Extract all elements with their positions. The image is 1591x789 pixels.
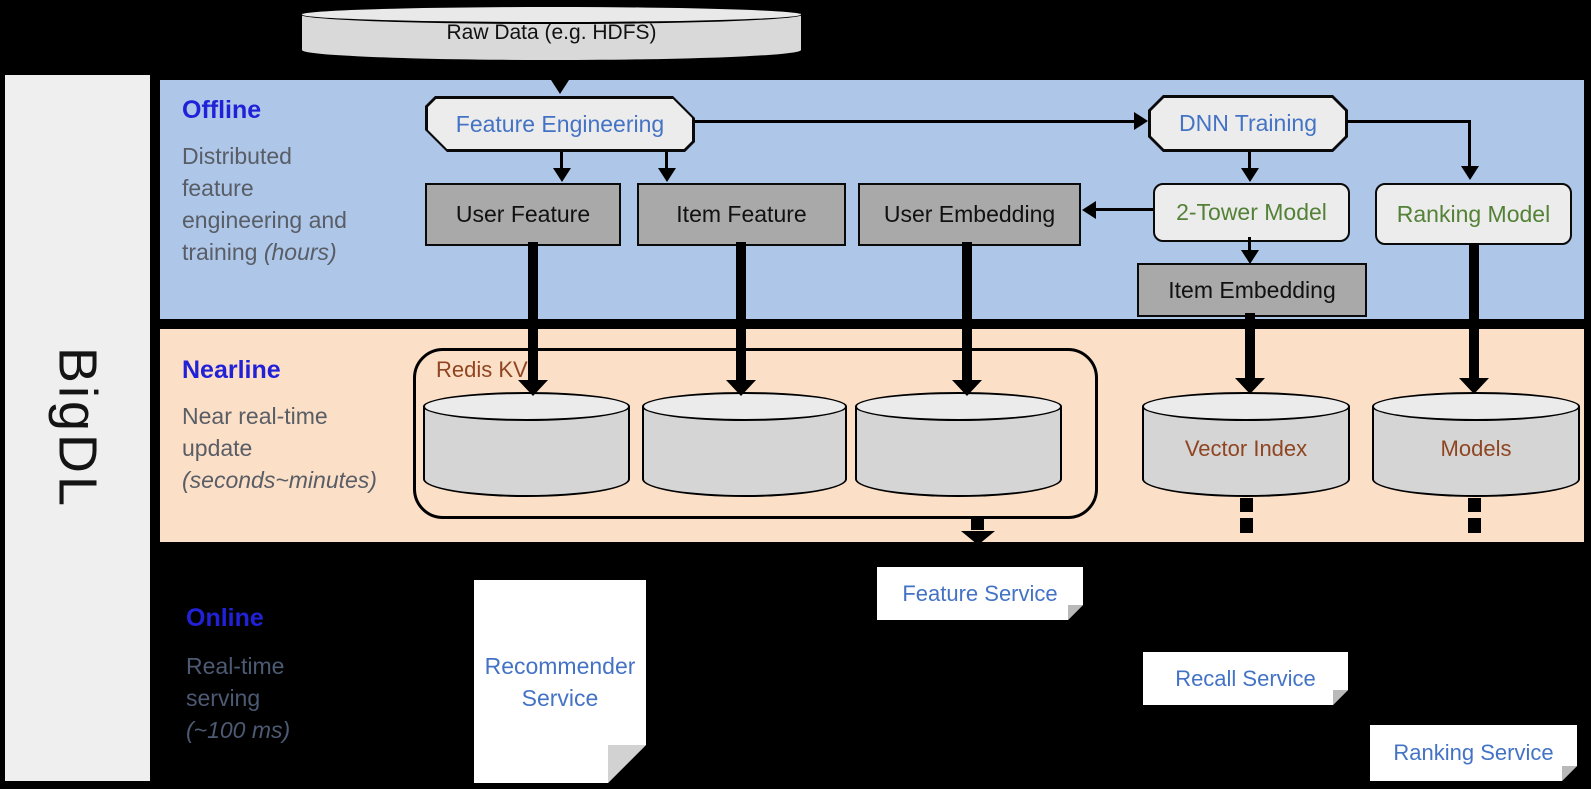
redis-cylinder-1 — [423, 392, 630, 497]
folded-corner — [1562, 766, 1577, 781]
arrowhead — [1459, 378, 1489, 394]
raw-data-label: Raw Data (e.g. HDFS) — [446, 21, 657, 44]
arrowhead — [1134, 112, 1148, 130]
arrowhead — [952, 380, 982, 396]
connector-fe-itemfeature — [665, 152, 668, 170]
connector-twotower-itemembedding — [1248, 237, 1251, 252]
node-user-feature: User Feature — [425, 183, 621, 246]
vector-index-label: Vector Index — [1184, 436, 1308, 461]
connector-vectorindex-recallservice-dash — [1240, 518, 1253, 533]
connector-rankingmodel-models — [1469, 243, 1479, 380]
offline-title: Offline — [182, 96, 262, 124]
node-item-embedding: Item Embedding — [1137, 263, 1367, 317]
folded-corner — [1068, 605, 1083, 620]
node-item-feature: Item Feature — [637, 183, 846, 246]
connector-twotower-userembedding — [1096, 208, 1153, 211]
connector-itemembedding-vectorindex — [1245, 313, 1255, 380]
arrowhead — [1235, 378, 1265, 394]
online-description: Real-time serving (~100 ms) — [186, 653, 291, 743]
cylinder-top — [300, 5, 803, 24]
offline-description: Distributed feature engineering and trai… — [182, 143, 347, 265]
node-feature-engineering: Feature Engineering — [425, 96, 695, 152]
nearline-description: Near real-time update (seconds~minutes) — [182, 403, 377, 493]
connector-userfeature-redis — [528, 242, 538, 382]
redis-cylinder-2 — [642, 392, 847, 497]
redis-cylinder-3 — [855, 392, 1062, 497]
arrowhead — [961, 531, 995, 545]
redis-kv-label: Redis KV — [436, 357, 528, 382]
service-feature: Feature Service — [877, 567, 1083, 620]
connector-fe-dnn — [695, 120, 1136, 123]
connector-userembedding-redis — [962, 242, 972, 382]
node-ranking-model: Ranking Model — [1375, 183, 1572, 245]
arrowhead — [1241, 168, 1259, 182]
connector-vectorindex-recallservice — [1240, 498, 1253, 512]
online-title: Online — [186, 604, 264, 632]
connector-dnn-rankingmodel — [1347, 120, 1470, 123]
node-user-embedding: User Embedding — [858, 183, 1081, 246]
arrowhead — [1082, 201, 1096, 219]
connector-models-rankingservice-dash — [1468, 518, 1481, 533]
node-two-tower-model: 2-Tower Model — [1153, 183, 1350, 242]
connector-fe-userfeature — [560, 152, 563, 170]
arrowhead — [1241, 250, 1259, 264]
arrowhead — [1461, 166, 1479, 180]
node-dnn-training: DNN Training — [1148, 95, 1348, 152]
cylinder-vector-index: Vector Index — [1142, 392, 1350, 497]
arrowhead — [658, 168, 676, 182]
connector-dnn-twotower — [1248, 152, 1251, 170]
service-recommender: Recommender Service — [474, 580, 646, 783]
connector-models-rankingservice — [1468, 498, 1481, 512]
cylinder-models: Models — [1372, 392, 1580, 497]
raw-data-cylinder: Raw Data (e.g. HDFS) — [300, 5, 803, 62]
models-label: Models — [1440, 436, 1512, 461]
connector-dnn-rankingmodel-drop — [1468, 120, 1471, 168]
service-recall: Recall Service — [1143, 652, 1348, 705]
folded-corner — [608, 745, 646, 783]
redis-kv-container: Redis KV — [413, 348, 1098, 519]
arrowhead — [551, 80, 569, 94]
arrowhead — [553, 168, 571, 182]
folded-corner — [1333, 690, 1348, 705]
arrowhead — [518, 380, 548, 396]
bigdl-brand: BigDL — [47, 346, 108, 510]
connector-itemfeature-redis — [736, 242, 746, 382]
service-ranking: Ranking Service — [1370, 725, 1577, 781]
connector-rawdata-fe — [558, 62, 561, 82]
connector-redis-featureservice — [971, 516, 984, 530]
arrowhead — [726, 380, 756, 396]
sidebar: BigDL — [5, 75, 150, 781]
nearline-title: Nearline — [182, 356, 281, 384]
